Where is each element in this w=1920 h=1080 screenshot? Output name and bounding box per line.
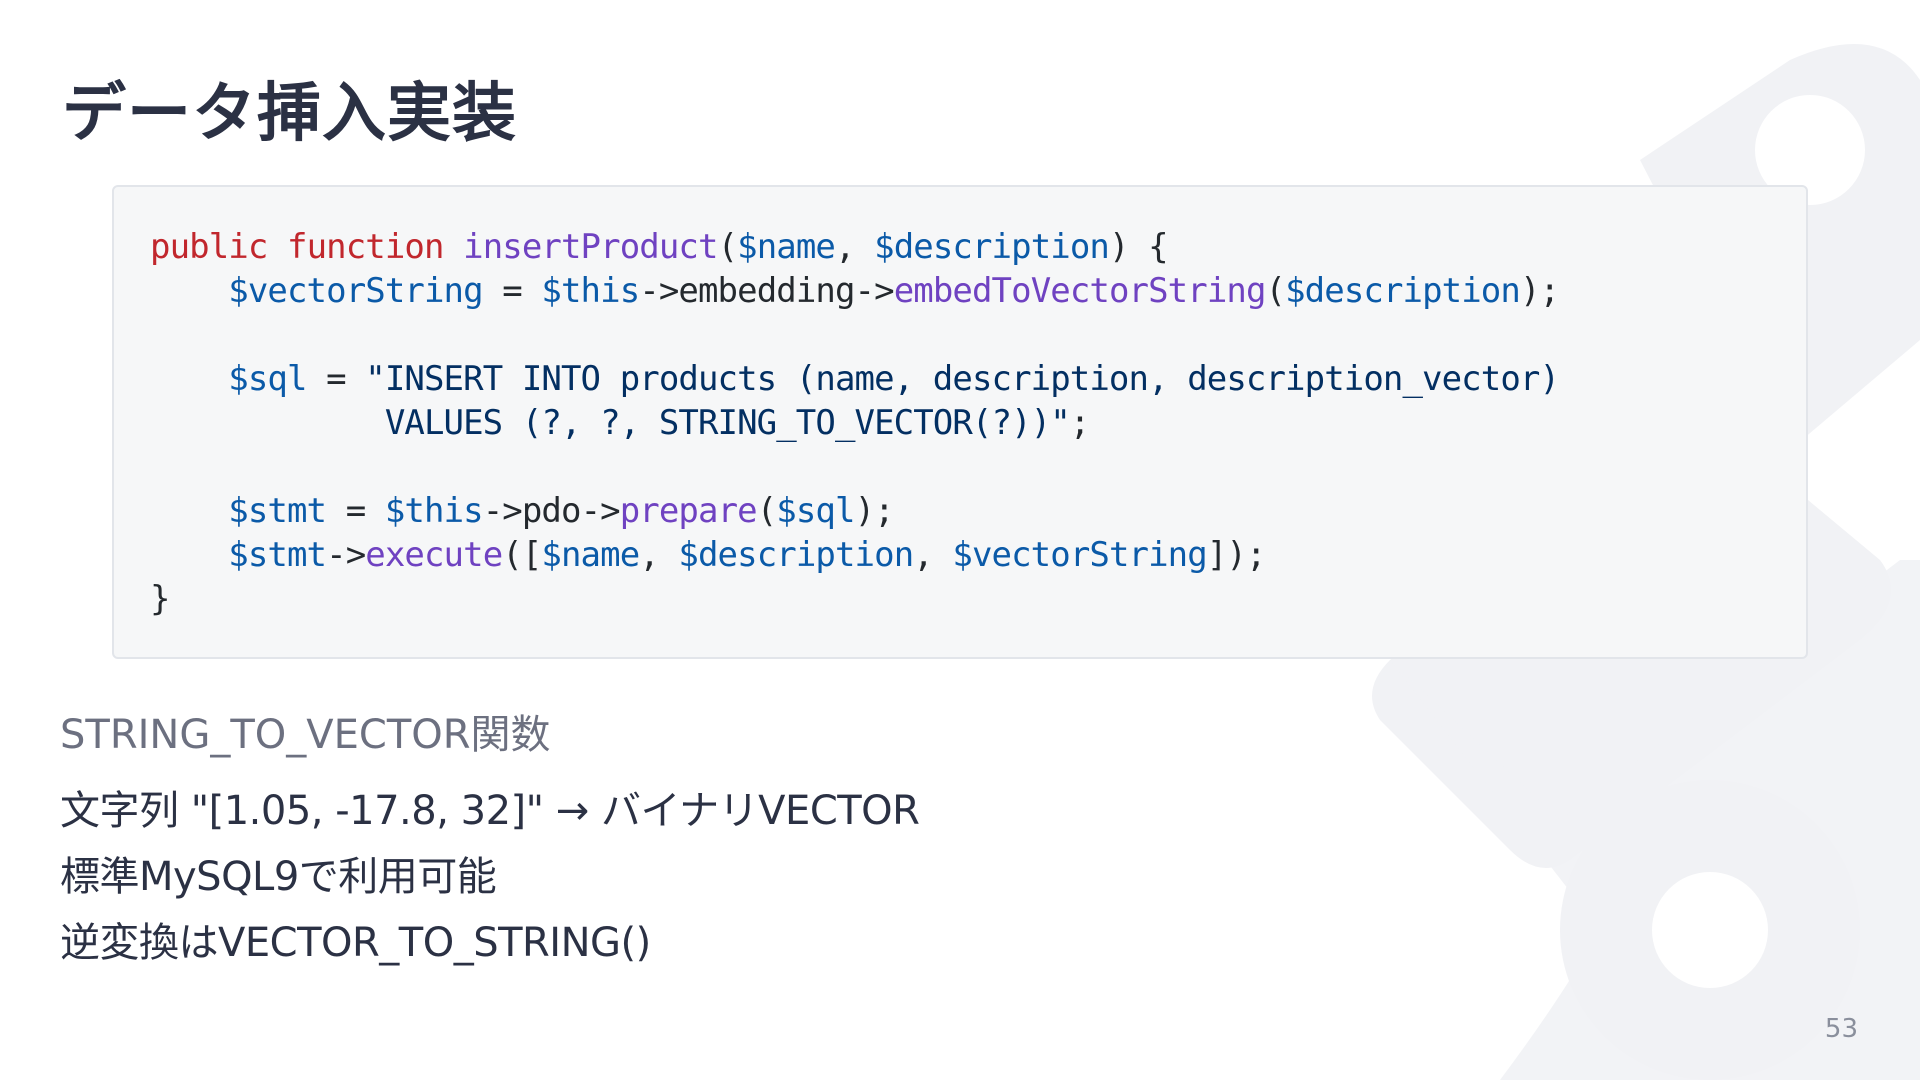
- code-variable: $name: [737, 227, 836, 267]
- code-punctuation: (: [756, 491, 777, 531]
- code-indent: [150, 491, 228, 531]
- code-variable: $sql: [228, 359, 307, 399]
- code-variable: $vectorString: [952, 535, 1207, 575]
- code-indent: [150, 535, 228, 575]
- code-punctuation: ,: [913, 535, 953, 575]
- code-punctuation: }: [150, 579, 170, 619]
- code-punctuation: );: [854, 491, 895, 531]
- code-punctuation: ,: [835, 227, 875, 267]
- code-variable: $description: [1285, 271, 1521, 311]
- code-keyword: function: [287, 227, 444, 267]
- code-variable: $sql: [776, 491, 855, 531]
- code-punctuation: ([: [502, 535, 542, 575]
- code-listing: public function insertProduct($name, $de…: [150, 225, 1770, 621]
- code-punctuation: ->pdo->: [482, 491, 621, 531]
- code-indent: [150, 359, 228, 399]
- code-punctuation: ) {: [1108, 227, 1169, 267]
- code-variable: $this: [384, 491, 484, 531]
- code-variable: $vectorString: [228, 271, 483, 311]
- code-block: public function insertProduct($name, $de…: [112, 185, 1808, 659]
- bullet-list: 文字列 "[1.05, -17.8, 32]" → バイナリVECTOR 標準M…: [60, 778, 920, 976]
- code-function-name: embedToVectorString: [893, 271, 1267, 311]
- code-punctuation: =: [482, 271, 542, 311]
- code-punctuation: ->: [326, 535, 366, 575]
- code-variable: $name: [541, 535, 640, 575]
- code-punctuation: =: [306, 359, 366, 399]
- code-string: "INSERT INTO products (name, description…: [365, 359, 1560, 399]
- code-variable: $stmt: [228, 491, 327, 531]
- page-number: 53: [1824, 1014, 1858, 1044]
- page-title: データ挿入実装: [62, 77, 517, 151]
- code-punctuation: );: [1519, 271, 1560, 311]
- code-function-name: prepare: [619, 491, 758, 531]
- code-variable: $description: [678, 535, 914, 575]
- code-punctuation: (: [1265, 271, 1286, 311]
- code-string: VALUES (?, ?, STRING_TO_VECTOR(?))": [150, 403, 1071, 443]
- code-punctuation: =: [326, 491, 385, 531]
- code-punctuation: ;: [1069, 403, 1090, 443]
- code-keyword: public: [150, 227, 268, 267]
- bullet-item: 文字列 "[1.05, -17.8, 32]" → バイナリVECTOR: [60, 788, 920, 834]
- bullet-item: 逆変換はVECTOR_TO_STRING(): [60, 920, 651, 966]
- code-variable: $stmt: [228, 535, 327, 575]
- code-punctuation: ,: [639, 535, 679, 575]
- code-indent: [150, 271, 228, 311]
- section-subtitle: STRING_TO_VECTOR関数: [60, 712, 551, 758]
- code-function-name: execute: [365, 535, 503, 575]
- code-function-name: insertProduct: [463, 227, 718, 267]
- code-punctuation: ]);: [1206, 535, 1267, 575]
- code-punctuation: ->embedding->: [639, 271, 894, 311]
- code-punctuation: (: [717, 227, 738, 267]
- bullet-item: 標準MySQL9で利用可能: [60, 854, 497, 900]
- code-variable: $this: [541, 271, 640, 311]
- code-variable: $description: [874, 227, 1110, 267]
